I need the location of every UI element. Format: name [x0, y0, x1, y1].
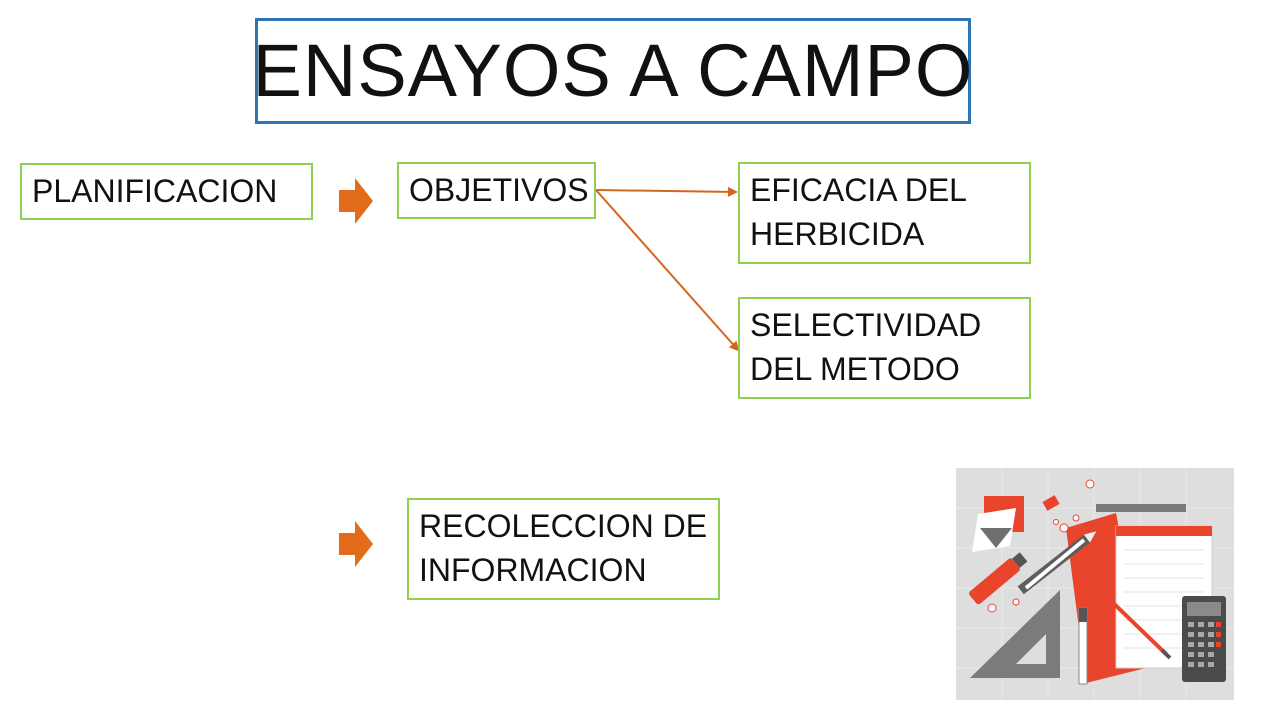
node-objetivos: OBJETIVOS — [397, 162, 596, 219]
flow-arrow-icon — [339, 178, 373, 224]
office-supplies-illustration-icon — [956, 468, 1234, 700]
connector-objetivos-selectividad — [595, 189, 740, 352]
node-selectividad-line-2: DEL METODO — [750, 351, 960, 387]
node-eficacia-line-1: EFICACIA DEL — [750, 172, 967, 208]
node-eficacia: EFICACIA DEL HERBICIDA — [738, 162, 1031, 264]
node-recoleccion: RECOLECCION DE INFORMACION — [407, 498, 720, 600]
node-planificacion-line-1: PLANIFICACION — [32, 173, 278, 209]
node-recoleccion-line-2: INFORMACION — [419, 552, 647, 588]
flow-arrow-icon — [339, 521, 373, 567]
node-selectividad: SELECTIVIDAD DEL METODO — [738, 297, 1031, 399]
connector-objetivos-eficacia — [595, 186, 738, 197]
node-planificacion: PLANIFICACION — [20, 163, 313, 220]
node-eficacia-line-2: HERBICIDA — [750, 216, 925, 252]
node-selectividad-line-1: SELECTIVIDAD — [750, 307, 982, 343]
page-title: ENSAYOS A CAMPO — [252, 29, 974, 112]
title-box: ENSAYOS A CAMPO — [252, 18, 974, 124]
node-objetivos-line-1: OBJETIVOS — [409, 172, 589, 208]
node-recoleccion-line-1: RECOLECCION DE — [419, 508, 708, 544]
